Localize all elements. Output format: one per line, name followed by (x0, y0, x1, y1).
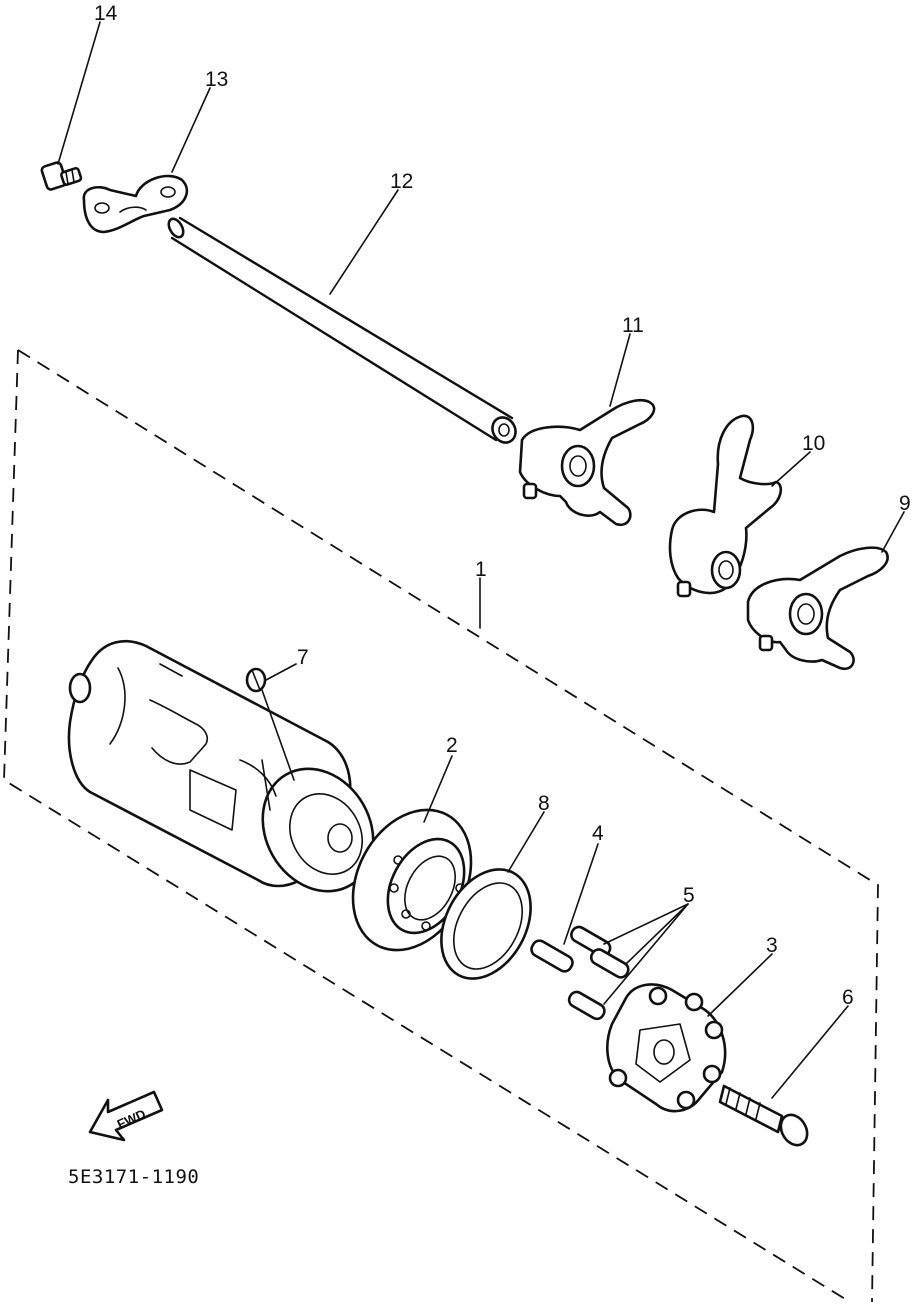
callout-5: 5 (683, 884, 695, 907)
part-6-screw (718, 1084, 809, 1147)
part-2-bearing (351, 808, 473, 952)
callout-labels: 14 13 12 11 10 9 1 7 2 8 4 5 3 6 (94, 2, 911, 1009)
part-13-plate (82, 174, 189, 234)
assembly-boundary (3, 349, 879, 1303)
callout-3: 3 (766, 934, 778, 957)
callout-1: 1 (475, 558, 487, 581)
callout-10: 10 (802, 432, 825, 455)
fwd-arrow-icon: FWD (88, 1090, 164, 1142)
leader-lines (57, 21, 905, 1099)
callout-6: 6 (842, 986, 854, 1009)
drawing-code: 5E3171-1190 (68, 1166, 199, 1188)
part-5-pins (567, 925, 630, 1021)
part-3-segment (606, 983, 727, 1113)
part-12-guide-bar (167, 216, 517, 444)
callout-8: 8 (538, 792, 550, 815)
shift-drum (67, 639, 375, 893)
callout-11: 11 (622, 314, 644, 337)
part-10-shift-fork (668, 414, 783, 598)
part-4-pin (530, 939, 574, 973)
part-9-shift-fork (746, 546, 889, 671)
callout-2: 2 (446, 734, 458, 757)
part-11-shift-fork (518, 398, 656, 527)
callout-7: 7 (297, 646, 309, 669)
callout-14: 14 (94, 2, 118, 25)
callout-4: 4 (592, 822, 604, 845)
part-8-ring (440, 868, 532, 980)
callout-9: 9 (899, 492, 911, 515)
part-14-bolt (40, 161, 83, 191)
callout-12: 12 (390, 170, 413, 193)
part-7-pin (245, 667, 267, 693)
callout-13: 13 (205, 68, 228, 91)
